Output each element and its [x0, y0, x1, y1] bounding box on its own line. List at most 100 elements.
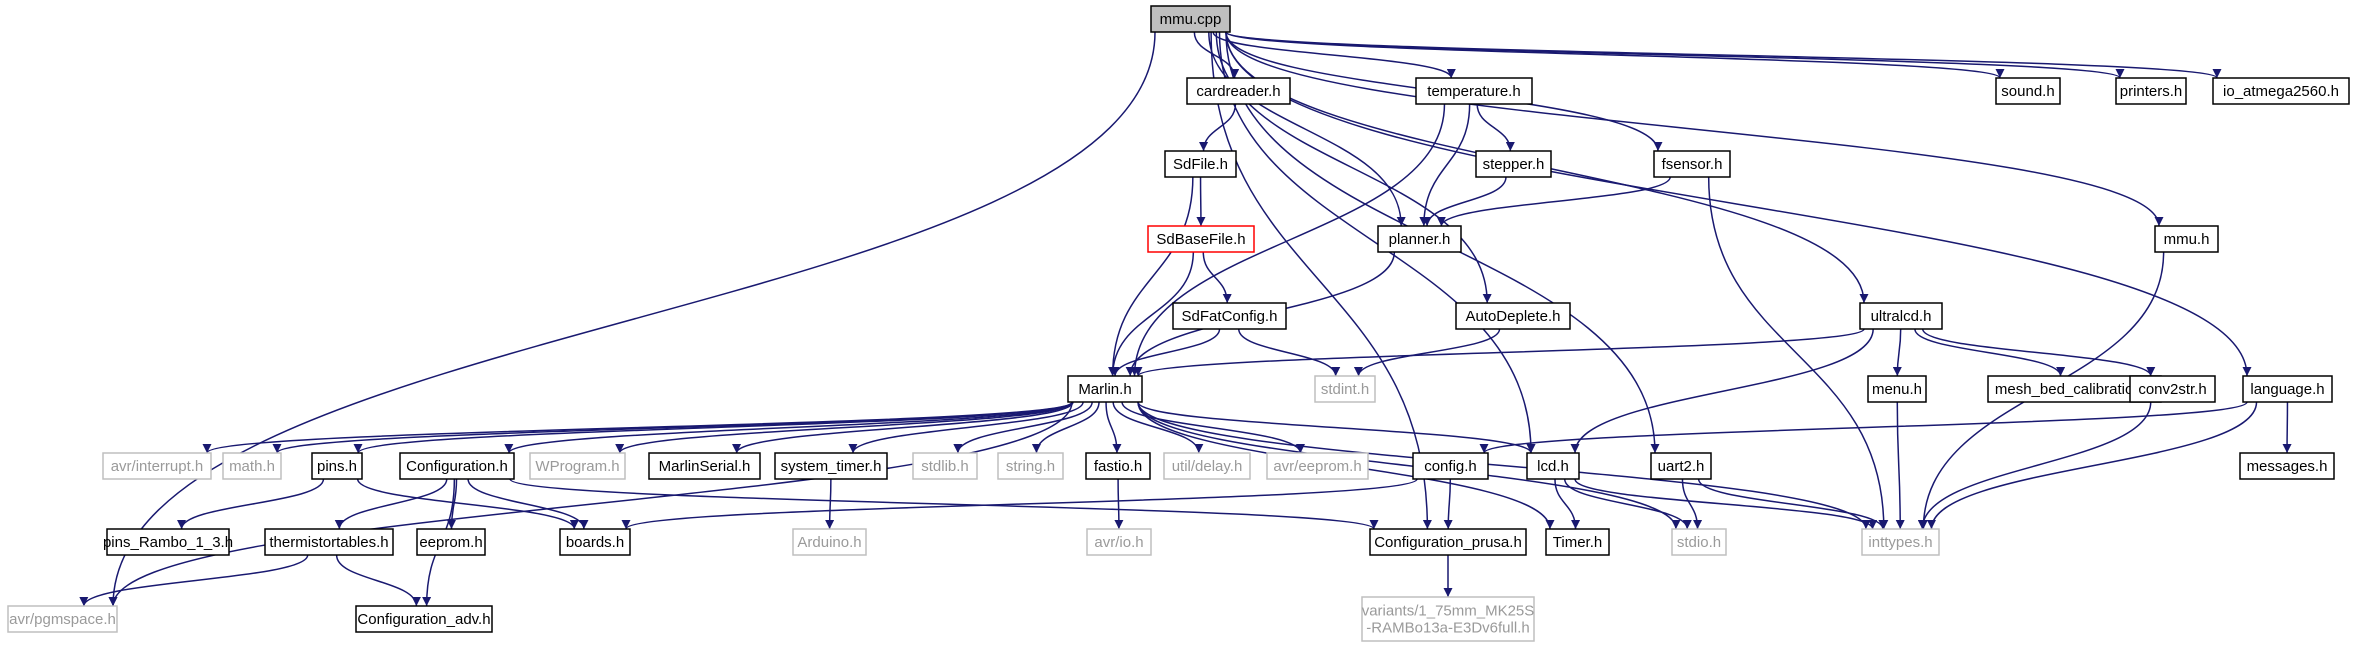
- node-box: [774, 452, 888, 480]
- edge-line: [1105, 401, 1122, 454]
- node-fsensor[interactable]: fsensor.h: [1653, 150, 1731, 178]
- node-conv2str[interactable]: conv2str.h: [2129, 375, 2216, 403]
- node-fastio[interactable]: fastio.h: [1085, 452, 1151, 480]
- node-box: [1369, 528, 1527, 556]
- node-string[interactable]: string.h: [997, 452, 1064, 480]
- node-avr-io[interactable]: avr/io.h: [1086, 528, 1152, 556]
- node-box: [311, 452, 363, 480]
- node-avr-eeprom[interactable]: avr/eeprom.h: [1266, 452, 1369, 480]
- edge-ultralcd-to-marlin: [1133, 328, 1865, 377]
- node-avr-interrupt[interactable]: avr/interrupt.h: [102, 452, 212, 480]
- node-sound[interactable]: sound.h: [1995, 77, 2061, 105]
- node-box: [1361, 596, 1535, 642]
- node-temperature[interactable]: temperature.h: [1415, 77, 1533, 105]
- node-label: printers.h: [2120, 83, 2183, 100]
- node-box: [264, 528, 394, 556]
- node-box: [399, 452, 515, 480]
- edge-line: [1353, 328, 1501, 377]
- edge-sdbasefile-to-marlin: [1108, 251, 1195, 377]
- edge-line: [1130, 103, 1446, 377]
- node-config[interactable]: config.h: [1412, 452, 1489, 480]
- node-box: [1861, 528, 1940, 556]
- node-box: [1455, 302, 1571, 330]
- node-system-timer[interactable]: system_timer.h: [774, 452, 888, 480]
- node-label: Configuration_prusa.h: [1374, 534, 1522, 551]
- edge-line: [1574, 478, 1878, 530]
- node-label: variants/1_75mm_MK25S: [1362, 603, 1535, 620]
- node-inttypes[interactable]: inttypes.h: [1861, 528, 1940, 556]
- node-ultralcd[interactable]: ultralcd.h: [1859, 302, 1943, 330]
- node-stepper[interactable]: stepper.h: [1475, 150, 1552, 178]
- node-sdfatconfig[interactable]: SdFatConfig.h: [1172, 302, 1287, 330]
- node-stdio[interactable]: stdio.h: [1671, 528, 1727, 556]
- node-config-prusa[interactable]: Configuration_prusa.h: [1369, 528, 1527, 556]
- node-autodeplete[interactable]: AutoDeplete.h: [1455, 302, 1571, 330]
- edge-configuration-to-thermistortables: [334, 478, 448, 530]
- node-configuration[interactable]: Configuration.h: [399, 452, 515, 480]
- node-io-atmega[interactable]: io_atmega2560.h: [2212, 77, 2350, 105]
- node-sdfile[interactable]: SdFile.h: [1164, 150, 1237, 178]
- node-planner[interactable]: planner.h: [1377, 225, 1462, 253]
- node-label: uart2.h: [1658, 458, 1705, 475]
- node-box: [1545, 528, 1610, 556]
- node-label: avr/eeprom.h: [1273, 458, 1361, 475]
- node-box: [1526, 452, 1580, 480]
- node-label: config.h: [1424, 458, 1477, 475]
- node-language[interactable]: language.h: [2242, 375, 2333, 403]
- edge-line: [1137, 401, 1536, 454]
- node-label: cardreader.h: [1196, 83, 1280, 100]
- edge-line: [615, 401, 1073, 454]
- node-config-adv[interactable]: Configuration_adv.h: [355, 605, 493, 633]
- node-avr-pgmspace[interactable]: avr/pgmspace.h: [7, 605, 118, 633]
- edge-ultralcd-to-menu: [1892, 328, 1902, 377]
- edge-line: [1681, 478, 1703, 530]
- node-messages[interactable]: messages.h: [2239, 452, 2335, 480]
- node-printers[interactable]: printers.h: [2115, 77, 2187, 105]
- node-label: ultralcd.h: [1871, 308, 1932, 325]
- node-pins-rambo[interactable]: pins_Rambo_1_3.h: [103, 528, 233, 556]
- node-wprogram[interactable]: WProgram.h: [529, 452, 626, 480]
- edge-line: [732, 401, 1074, 454]
- node-arduino[interactable]: Arduino.h: [792, 528, 867, 556]
- node-box: [1163, 452, 1251, 480]
- node-thermistortables[interactable]: thermistortables.h: [264, 528, 394, 556]
- edge-line: [446, 478, 458, 530]
- node-mmu-cpp[interactable]: mmu.cpp: [1150, 5, 1231, 33]
- node-box: [1377, 225, 1462, 253]
- node-marlin[interactable]: Marlin.h: [1067, 375, 1143, 403]
- node-box: [912, 452, 978, 480]
- node-label: string.h: [1006, 458, 1055, 475]
- edge-line: [1225, 31, 2164, 227]
- node-boards[interactable]: boards.h: [559, 528, 631, 556]
- node-box: [106, 528, 230, 556]
- edge-line: [79, 554, 309, 607]
- node-eeprom[interactable]: eeprom.h: [416, 528, 486, 556]
- node-label: menu.h: [1872, 381, 1922, 398]
- node-util-delay[interactable]: util/delay.h: [1163, 452, 1251, 480]
- node-marlinserial[interactable]: MarlinSerial.h: [648, 452, 761, 480]
- edge-marlin-to-pins: [353, 401, 1073, 454]
- edge-stepper-to-planner: [1422, 176, 1507, 227]
- node-sdbasefile[interactable]: SdBaseFile.h: [1147, 225, 1255, 253]
- edge-line: [953, 401, 1093, 454]
- node-variants[interactable]: variants/1_75mm_MK25S-RAMBo13a-E3Dv6full…: [1361, 596, 1535, 642]
- node-lcd[interactable]: lcd.h: [1526, 452, 1580, 480]
- edge-line: [848, 401, 1084, 454]
- node-menu[interactable]: menu.h: [1867, 375, 1927, 403]
- node-label: MarlinSerial.h: [659, 458, 751, 475]
- node-label: avr/pgmspace.h: [9, 611, 116, 628]
- node-math[interactable]: math.h: [222, 452, 282, 480]
- node-uart2[interactable]: uart2.h: [1650, 452, 1712, 480]
- node-mmu-h[interactable]: mmu.h: [2154, 225, 2219, 253]
- node-pins[interactable]: pins.h: [311, 452, 363, 480]
- node-stdlib[interactable]: stdlib.h: [912, 452, 978, 480]
- edge-language-to-config: [1479, 401, 2248, 454]
- node-box: [1671, 528, 1727, 556]
- node-cardreader[interactable]: cardreader.h: [1186, 77, 1291, 105]
- edge-line: [108, 401, 1073, 607]
- node-box: [1266, 452, 1369, 480]
- node-timer[interactable]: Timer.h: [1545, 528, 1610, 556]
- node-stdint[interactable]: stdint.h: [1314, 375, 1376, 403]
- edge-mmu_cpp-to-language: [1225, 31, 2252, 377]
